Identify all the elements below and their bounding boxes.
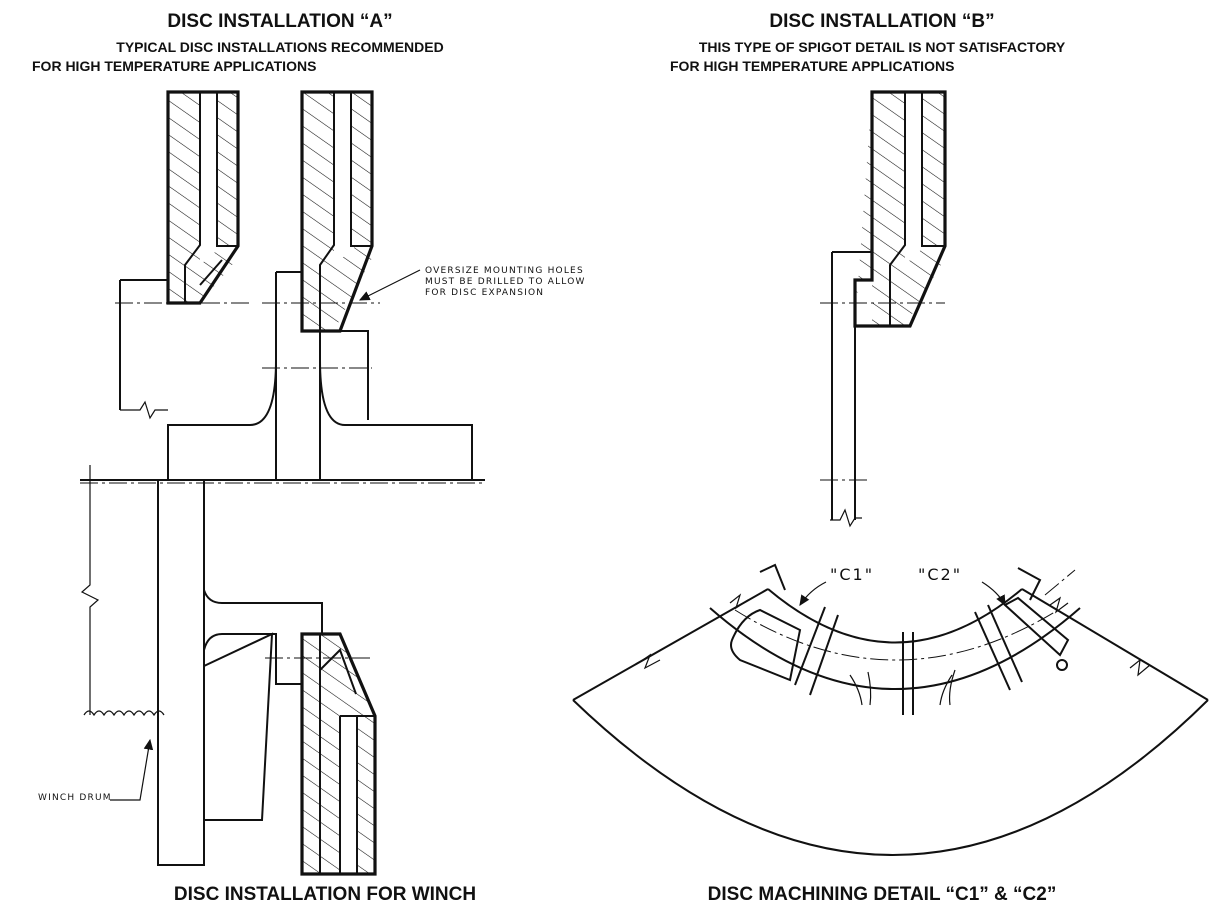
installation-b-disc [820,90,947,528]
winch-drum-label: WINCH DRUM [38,793,112,803]
section-b-title: DISC INSTALLATION “B” [769,11,994,32]
label-c2: "C2" [918,565,962,584]
installation-a-disc-right [80,90,485,484]
label-c1: "C1" [830,565,874,584]
installation-a-disc-left [115,90,250,420]
oversize-holes-note-line2: MUST BE DRILLED TO ALLOW [425,277,586,287]
winch-installation [80,465,377,876]
section-b-subtitle-line2: FOR HIGH TEMPERATURE APPLICATIONS [670,58,954,74]
oversize-holes-note-line1: OVERSIZE MOUNTING HOLES [425,266,584,276]
section-b-subtitle-line1: THIS TYPE OF SPIGOT DETAIL IS NOT SATISF… [699,39,1066,55]
section-winch-title: DISC INSTALLATION FOR WINCH [174,884,476,905]
section-a-subtitle-line2: FOR HIGH TEMPERATURE APPLICATIONS [32,58,316,74]
oversize-holes-note-line3: FOR DISC EXPANSION [425,288,544,298]
machining-detail [572,563,1209,856]
section-machining-title: DISC MACHINING DETAIL “C1” & “C2” [708,884,1057,905]
section-a-title: DISC INSTALLATION “A” [167,11,392,32]
section-a-subtitle-line1: TYPICAL DISC INSTALLATIONS RECOMMENDED [116,39,443,55]
